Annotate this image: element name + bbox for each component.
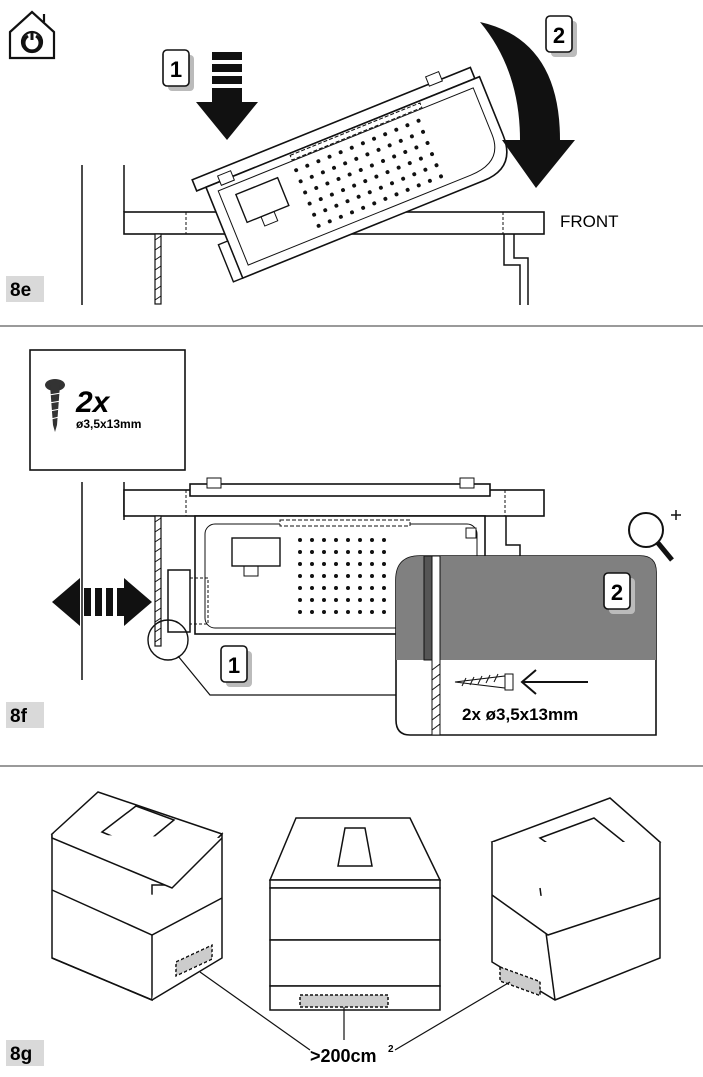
step-label-8f: 8f	[10, 706, 28, 727]
rotate-arrow-icon	[480, 22, 575, 188]
cabinet-right	[490, 797, 662, 1001]
step-label-8e: 8e	[10, 280, 31, 301]
detail-box: 2x ø3,5x13mm 2	[395, 555, 657, 736]
vent-area-exponent: 2	[388, 1044, 394, 1055]
callout-number: 1	[170, 57, 182, 82]
cabinet-left	[50, 791, 224, 1002]
callout-number: 2	[611, 580, 623, 605]
front-label: FRONT	[560, 212, 619, 231]
tilted-hob	[191, 66, 508, 283]
panel-8f: 2x ø3,5x13mm	[6, 349, 681, 736]
callout-8f-2: 2	[603, 572, 635, 614]
vent-area-label: >200cm 2	[310, 1044, 394, 1066]
screw-info-box: 2x ø3,5x13mm	[29, 349, 186, 471]
screw-icon	[45, 379, 65, 432]
screw-spec: ø3,5x13mm	[76, 417, 141, 431]
double-horizontal-arrow-icon	[52, 578, 152, 626]
screw-count: 2x	[75, 386, 111, 419]
panel-8g	[50, 791, 662, 1051]
detail-caption: 2x ø3,5x13mm	[462, 705, 578, 724]
callout-8e-1: 1	[162, 49, 194, 91]
step-label-8g: 8g	[10, 1044, 32, 1065]
callout-8f-1: 1	[220, 645, 252, 687]
callout-number: 2	[553, 23, 565, 48]
house-service-icon	[8, 10, 56, 60]
callout-number: 1	[228, 653, 240, 678]
magnifier-plus-icon	[628, 510, 681, 562]
vent-area-value: >200cm	[310, 1046, 377, 1066]
cabinet-center	[268, 817, 442, 1011]
panel-8e: 1 2 FRONT 8e	[6, 10, 619, 305]
push-down-arrow-icon	[196, 52, 258, 140]
callout-8e-2: 2	[545, 15, 577, 57]
